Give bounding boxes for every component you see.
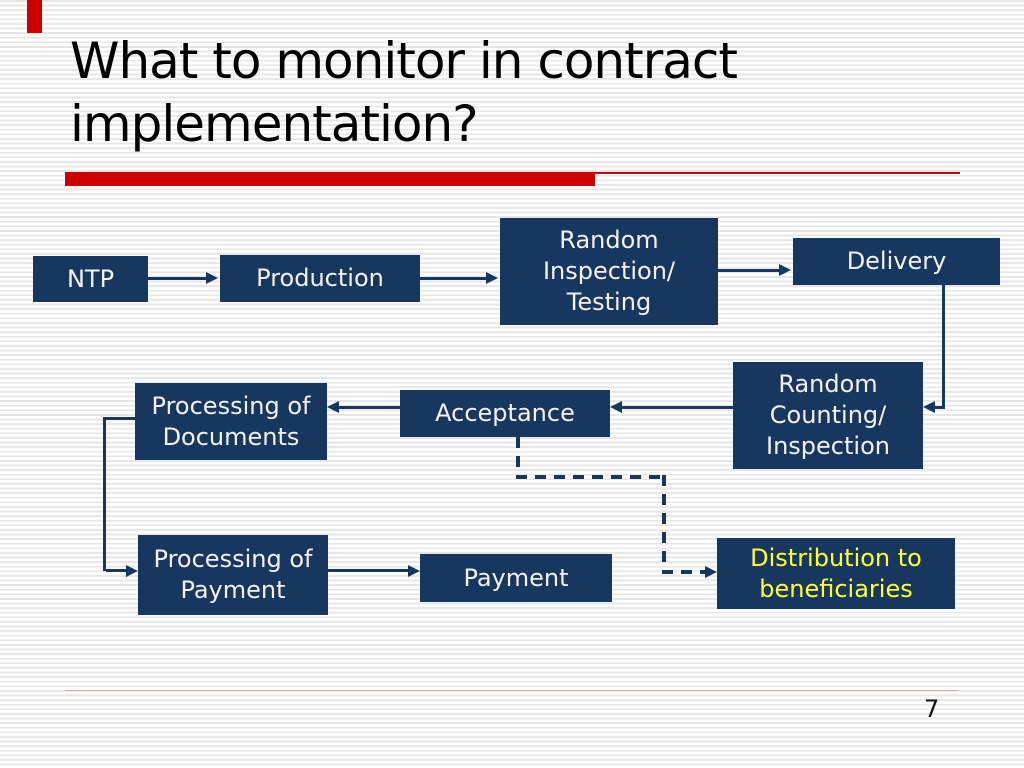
- connector-line: [103, 417, 106, 571]
- connector-line: [942, 285, 945, 407]
- flow-node-acceptance: Acceptance: [400, 390, 610, 437]
- connector-line: [339, 406, 400, 409]
- flow-node-distribution-to-beneficiaries: Distribution to beneficiaries: [717, 538, 955, 609]
- connector-line: [935, 406, 945, 409]
- connector-line: [328, 569, 408, 572]
- arrowhead-right-icon: [779, 264, 791, 276]
- arrowhead-right-icon: [126, 565, 138, 577]
- slide-title: What to monitor in contract implementati…: [70, 32, 738, 153]
- arrowhead-left-icon: [923, 401, 935, 413]
- node-label: Production: [256, 264, 384, 292]
- dashed-line: [516, 475, 666, 479]
- flow-node-random-inspection-testing: Random Inspection/ Testing: [500, 218, 718, 325]
- arrowhead-right-icon: [705, 566, 717, 578]
- node-label: Payment: [463, 563, 569, 592]
- connector-line: [718, 269, 779, 272]
- arrowhead-right-icon: [206, 272, 218, 284]
- connector-line: [103, 417, 135, 420]
- flow-node-processing-of-payment: Processing of Payment: [138, 535, 328, 615]
- red-corner-accent: [27, 0, 42, 33]
- dashed-line: [516, 437, 520, 479]
- flow-node-production: Production: [220, 255, 420, 302]
- arrowhead-right-icon: [408, 565, 420, 577]
- node-label: Distribution to beneficiaries: [750, 543, 922, 603]
- node-label: Random Counting/ Inspection: [766, 370, 890, 460]
- node-label: Processing of Payment: [153, 545, 313, 604]
- title-underline-line: [595, 172, 960, 174]
- flow-node-ntp: NTP: [33, 256, 148, 302]
- connector-line: [106, 569, 128, 572]
- connector-line: [622, 406, 733, 409]
- node-label: Processing of Documents: [151, 391, 311, 451]
- node-label: NTP: [66, 264, 115, 293]
- node-label: Acceptance: [435, 399, 575, 427]
- flow-node-payment: Payment: [420, 554, 612, 602]
- page-number: 7: [924, 695, 940, 723]
- connector-line: [148, 277, 208, 280]
- node-label: Delivery: [846, 247, 947, 275]
- arrowhead-left-icon: [327, 401, 339, 413]
- node-label: Random Inspection/ Testing: [542, 226, 676, 316]
- flow-node-processing-of-documents: Processing of Documents: [135, 383, 327, 460]
- flow-node-random-counting-inspection: Random Counting/ Inspection: [733, 362, 923, 469]
- connector-line: [420, 277, 488, 280]
- arrowhead-right-icon: [486, 272, 498, 284]
- footer-divider-line: [65, 690, 957, 691]
- dashed-line: [662, 475, 666, 574]
- title-underline-bar: [65, 172, 595, 186]
- dashed-line: [662, 570, 707, 574]
- flow-node-delivery: Delivery: [793, 238, 1000, 285]
- arrowhead-left-icon: [610, 401, 622, 413]
